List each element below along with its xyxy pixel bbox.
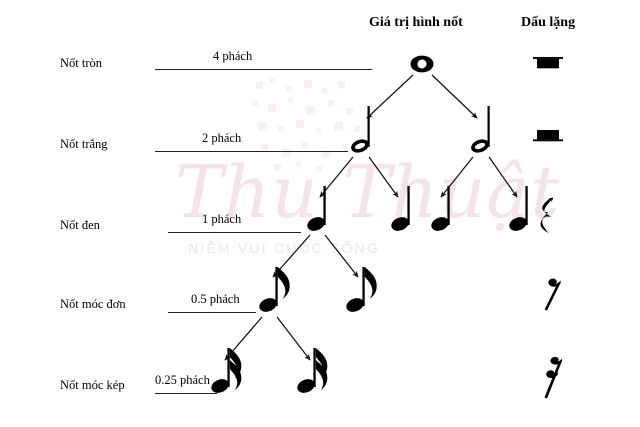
whole-rest bbox=[533, 57, 563, 69]
quarter-note bbox=[307, 186, 326, 231]
half-note bbox=[471, 106, 490, 153]
arrow-group-half-to-quarter bbox=[319, 156, 518, 198]
column-header-note-value: Giá trị hình nốt bbox=[369, 15, 463, 30]
quarter-note bbox=[391, 186, 410, 231]
row-label-eighth: Nốt móc đơn bbox=[60, 297, 126, 311]
row-label-whole: Nốt tròn bbox=[60, 56, 103, 70]
beat-rule-half bbox=[155, 151, 348, 152]
beat-rule-sixteenth bbox=[155, 393, 217, 394]
sixteenth-note bbox=[211, 348, 242, 393]
half-rest bbox=[533, 130, 563, 142]
beat-label-eighth: 0.5 phách bbox=[191, 292, 240, 306]
beat-rule-whole bbox=[155, 69, 372, 70]
quarter-rest bbox=[540, 197, 553, 234]
beat-label-half: 2 phách bbox=[202, 131, 242, 145]
beat-label-quarter: 1 phách bbox=[202, 212, 242, 226]
beat-label-sixteenth: 0.25 phách bbox=[155, 373, 210, 387]
eighth-note bbox=[259, 267, 290, 312]
arrow-group-eighth-to-sixteenth bbox=[224, 316, 311, 361]
quarter-note bbox=[509, 186, 528, 231]
column-header-rest: Dấu lặng bbox=[521, 15, 576, 30]
beat-label-whole: 4 phách bbox=[213, 49, 253, 63]
arrow-group-quarter-to-eighth bbox=[272, 234, 359, 278]
half-note bbox=[351, 106, 370, 153]
row-label-half: Nốt trắng bbox=[60, 137, 108, 151]
eighth-rest bbox=[544, 278, 561, 311]
sixteenth-rest bbox=[544, 356, 563, 399]
eighth-note bbox=[346, 267, 377, 312]
whole-note bbox=[410, 55, 434, 73]
beat-rule-quarter bbox=[168, 232, 301, 233]
sixteenth-note bbox=[297, 348, 328, 393]
row-label-sixteenth: Nốt móc kép bbox=[60, 378, 125, 392]
arrow-group-whole-to-half bbox=[366, 74, 478, 119]
beat-rule-eighth bbox=[168, 312, 256, 313]
quarter-note bbox=[431, 186, 450, 231]
row-label-quarter: Nốt đen bbox=[60, 218, 100, 232]
